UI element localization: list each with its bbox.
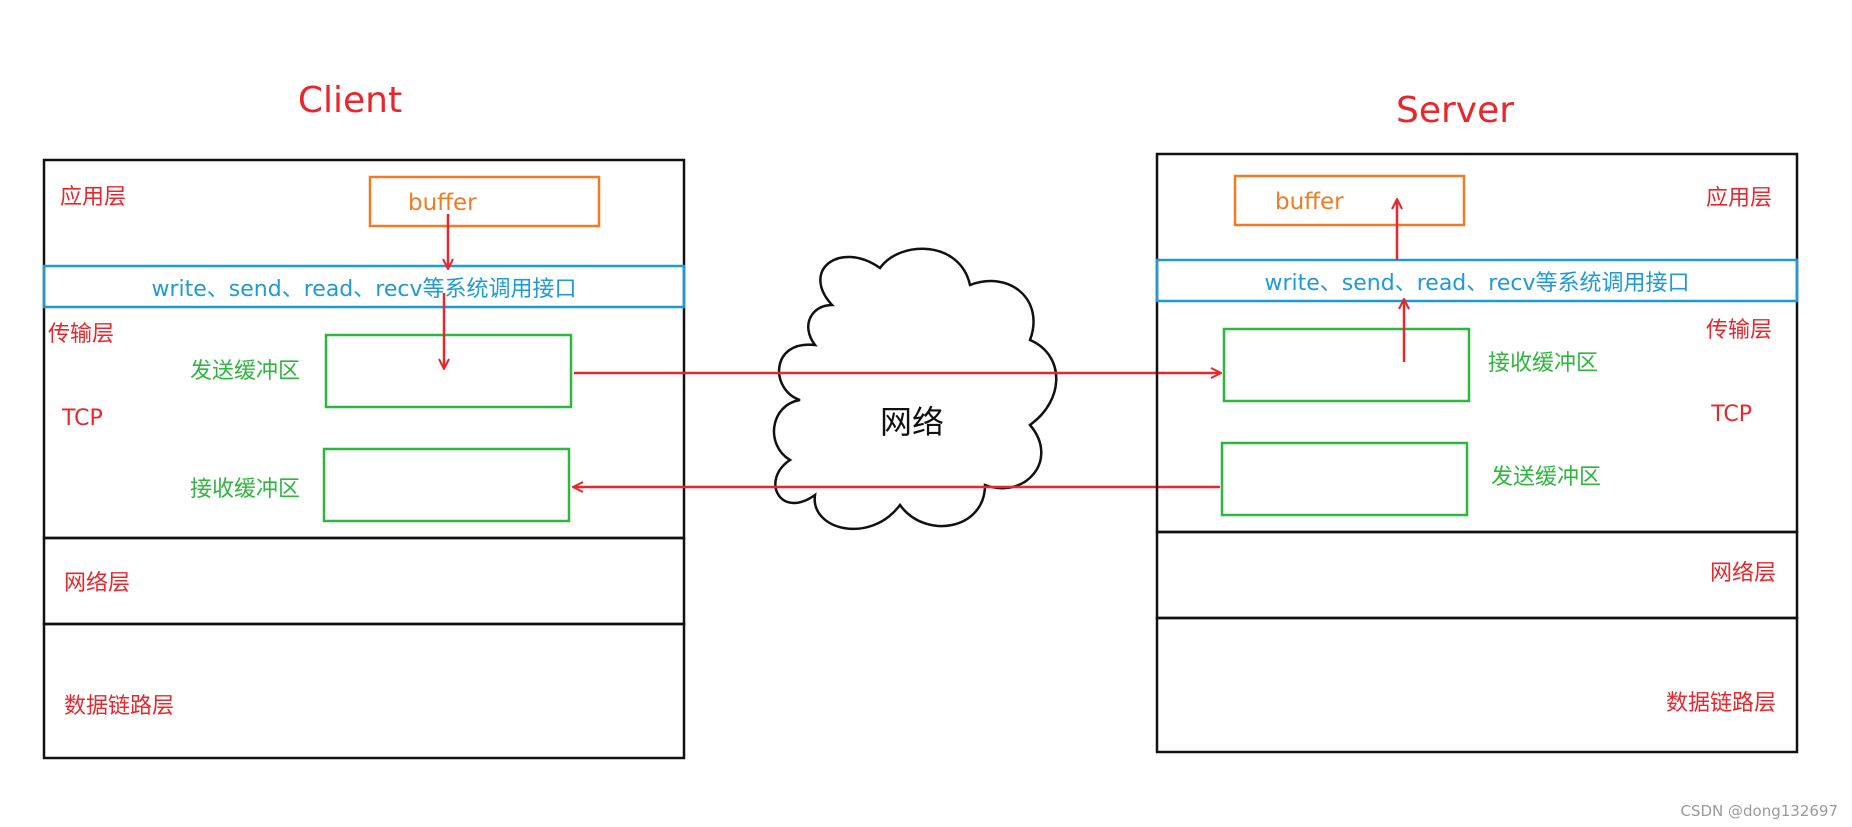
client-network-layer-box: [42, 536, 686, 626]
client-syscall-interface-box: [42, 264, 686, 309]
server-title: Server: [1396, 90, 1514, 131]
client-datalink-layer-label: 数据链路层: [64, 694, 174, 719]
client-transport-layer-label: 传输层: [48, 322, 114, 347]
server-syscall-interface-box: [1155, 258, 1799, 303]
client-send-buffer-label: 发送缓冲区: [190, 359, 300, 384]
server-buffer-box: [1233, 174, 1466, 227]
server-upper-box: [1155, 152, 1799, 534]
server-network-layer-box: [1155, 530, 1799, 620]
server-tcp-label: TCP: [1710, 402, 1752, 427]
client-stack: [42, 158, 686, 760]
server-recv-buffer-label: 接收缓冲区: [1488, 351, 1598, 376]
client-recv-buffer-label: 接收缓冲区: [190, 477, 300, 502]
client-syscall-label: write、send、read、recv等系统调用接口: [152, 277, 577, 302]
client-buffer-label: buffer: [408, 190, 477, 216]
network-cloud: [772, 247, 1058, 530]
server-send-buffer-box: [1220, 441, 1469, 517]
server-transport-layer-label: 传输层: [1706, 318, 1772, 343]
client-network-layer-label: 网络层: [64, 571, 130, 596]
server-send-buffer-label: 发送缓冲区: [1491, 465, 1601, 490]
server-stack: [1155, 152, 1799, 754]
server-datalink-layer-label: 数据链路层: [1666, 691, 1776, 716]
network-label: 网络: [880, 403, 944, 441]
server-network-layer-label: 网络层: [1710, 561, 1776, 586]
client-app-layer-label: 应用层: [60, 185, 126, 210]
client-upper-box: [42, 158, 686, 540]
server-app-layer-label: 应用层: [1706, 186, 1772, 211]
client-datalink-layer-box: [42, 622, 686, 760]
server-recv-buffer-box: [1222, 327, 1471, 403]
client-send-buffer-box: [324, 333, 573, 409]
client-recv-buffer-box: [322, 447, 571, 523]
server-datalink-layer-box: [1155, 616, 1799, 754]
server-syscall-label: write、send、read、recv等系统调用接口: [1265, 271, 1690, 296]
client-buffer-box: [368, 175, 601, 228]
watermark: CSDN @dong132697: [1680, 802, 1838, 820]
client-title: Client: [298, 80, 402, 121]
server-buffer-label: buffer: [1275, 189, 1344, 215]
client-tcp-label: TCP: [61, 406, 103, 431]
